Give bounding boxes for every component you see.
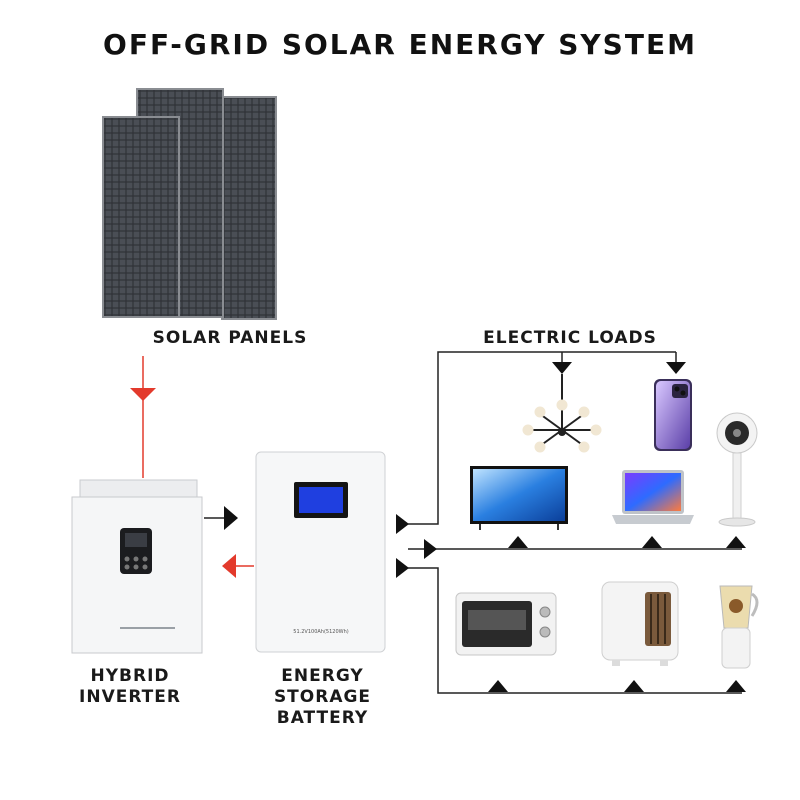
hybrid-inverter-label-line1: HYBRID: [90, 666, 170, 686]
heater-icon: [601, 581, 679, 666]
battery-plate-text: 51.2V100Ah(5120Wh): [293, 629, 348, 635]
solar-panel-back-right: [221, 96, 277, 320]
energy-storage-battery: 51.2V100Ah(5120Wh): [255, 451, 386, 653]
heater-arrow: [624, 680, 644, 692]
phone-icon: [654, 379, 692, 451]
stand-fan-icon: [716, 412, 758, 527]
blender-icon: [719, 585, 759, 669]
laptop-icon: [612, 470, 694, 524]
solar-panel-front: [102, 116, 180, 318]
solar-panels: [102, 88, 277, 320]
oven-arrow: [488, 680, 508, 692]
solar-panels-label: SOLAR PANELS: [152, 328, 308, 348]
loads-arrow-1: [396, 514, 409, 534]
battery-to-inverter-arrow: [222, 554, 236, 578]
loads-arrow-3: [396, 558, 409, 578]
hybrid-inverter-label-line2: INVERTER: [79, 687, 181, 707]
battery-screen: [299, 487, 343, 513]
hybrid-inverter-label: HYBRID INVERTER: [70, 666, 190, 708]
battery-label-line1: ENERGY: [281, 666, 364, 686]
load-wiring: [408, 351, 742, 694]
inverter-body: [71, 496, 203, 654]
tv-arrow: [508, 536, 528, 548]
tv-icon: [470, 466, 568, 530]
blender-arrow: [726, 680, 746, 692]
chandelier-icon: [522, 374, 602, 453]
inverter-display: [125, 533, 147, 547]
laptop-arrow: [642, 536, 662, 548]
toaster-oven-icon: [455, 592, 557, 656]
panel-flow-arrow: [130, 388, 156, 401]
chandelier-arrow: [552, 362, 572, 374]
battery-label-line2: STORAGE: [273, 687, 372, 707]
hybrid-inverter: [71, 479, 203, 654]
electric-loads-label: ELECTRIC LOADS: [483, 328, 657, 348]
phone-arrow: [666, 362, 686, 374]
loads-arrow-2: [424, 539, 437, 559]
battery-body: [255, 451, 386, 653]
load-wiring-arrows: [396, 362, 746, 692]
fan-arrow: [726, 536, 746, 548]
diagram-title: OFF-GRID SOLAR ENERGY SYSTEM: [103, 28, 697, 61]
battery-label-line3: BATTERY: [276, 708, 369, 728]
inverter-to-battery-arrow: [224, 506, 238, 530]
battery-label: ENERGY STORAGE BATTERY: [255, 666, 390, 729]
inverter-button-icons: [124, 556, 148, 570]
